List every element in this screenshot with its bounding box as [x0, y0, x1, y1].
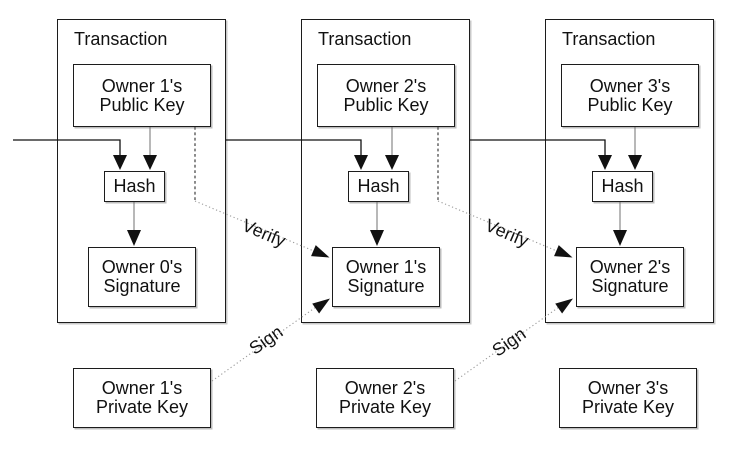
- private-key-owner: Owner 2's: [344, 378, 426, 398]
- signature-owner: Owner 0's: [101, 257, 183, 277]
- private-key-owner: Owner 3's: [587, 378, 669, 398]
- transaction-box-3: Transaction Owner 3's Public Key Hash Ow…: [545, 19, 714, 323]
- hash-label: Hash: [113, 176, 156, 196]
- public-key-box-1: Owner 1's Public Key: [73, 64, 211, 127]
- public-key-label: Public Key: [587, 94, 673, 115]
- private-key-label: Private Key: [338, 397, 432, 417]
- signature-owner: Owner 1's: [345, 257, 427, 277]
- transaction-title: Transaction: [318, 29, 412, 49]
- private-key-label: Private Key: [95, 397, 189, 417]
- public-key-label: Public Key: [343, 94, 429, 115]
- hash-box-1: Hash: [104, 171, 165, 202]
- signature-box-2: Owner 1's Signature: [332, 247, 440, 307]
- public-key-label: Public Key: [99, 94, 185, 115]
- sign-label-2: Sign: [488, 323, 530, 361]
- verify-label-1: Verify: [239, 214, 289, 252]
- private-key-label: Private Key: [581, 397, 675, 417]
- public-key-box-3: Owner 3's Public Key: [561, 64, 699, 127]
- signature-box-1: Owner 0's Signature: [88, 247, 196, 307]
- private-key-box-2: Owner 2's Private Key: [316, 368, 454, 428]
- signature-owner: Owner 2's: [589, 257, 671, 277]
- verify-label-2: Verify: [482, 214, 532, 252]
- private-key-box-1: Owner 1's Private Key: [73, 368, 211, 428]
- signature-label: Signature: [591, 276, 669, 296]
- transaction-box-2: Transaction Owner 2's Public Key Hash Ow…: [301, 19, 470, 323]
- signature-label: Signature: [103, 276, 181, 296]
- signature-label: Signature: [347, 276, 425, 296]
- public-key-owner: Owner 2's: [345, 75, 427, 96]
- transaction-title: Transaction: [74, 29, 168, 49]
- transaction-title: Transaction: [562, 29, 656, 49]
- signature-box-3: Owner 2's Signature: [576, 247, 684, 307]
- sign-label-1: Sign: [245, 321, 287, 359]
- private-key-owner: Owner 1's: [101, 378, 183, 398]
- private-key-box-3: Owner 3's Private Key: [559, 368, 697, 428]
- hash-label: Hash: [357, 176, 400, 196]
- hash-label: Hash: [601, 176, 644, 196]
- public-key-owner: Owner 1's: [101, 75, 183, 96]
- transaction-box-1: Transaction Owner 1's Public Key Hash Ow…: [57, 19, 226, 323]
- hash-box-3: Hash: [592, 171, 653, 202]
- public-key-box-2: Owner 2's Public Key: [317, 64, 455, 127]
- public-key-owner: Owner 3's: [589, 75, 671, 96]
- hash-box-2: Hash: [348, 171, 409, 202]
